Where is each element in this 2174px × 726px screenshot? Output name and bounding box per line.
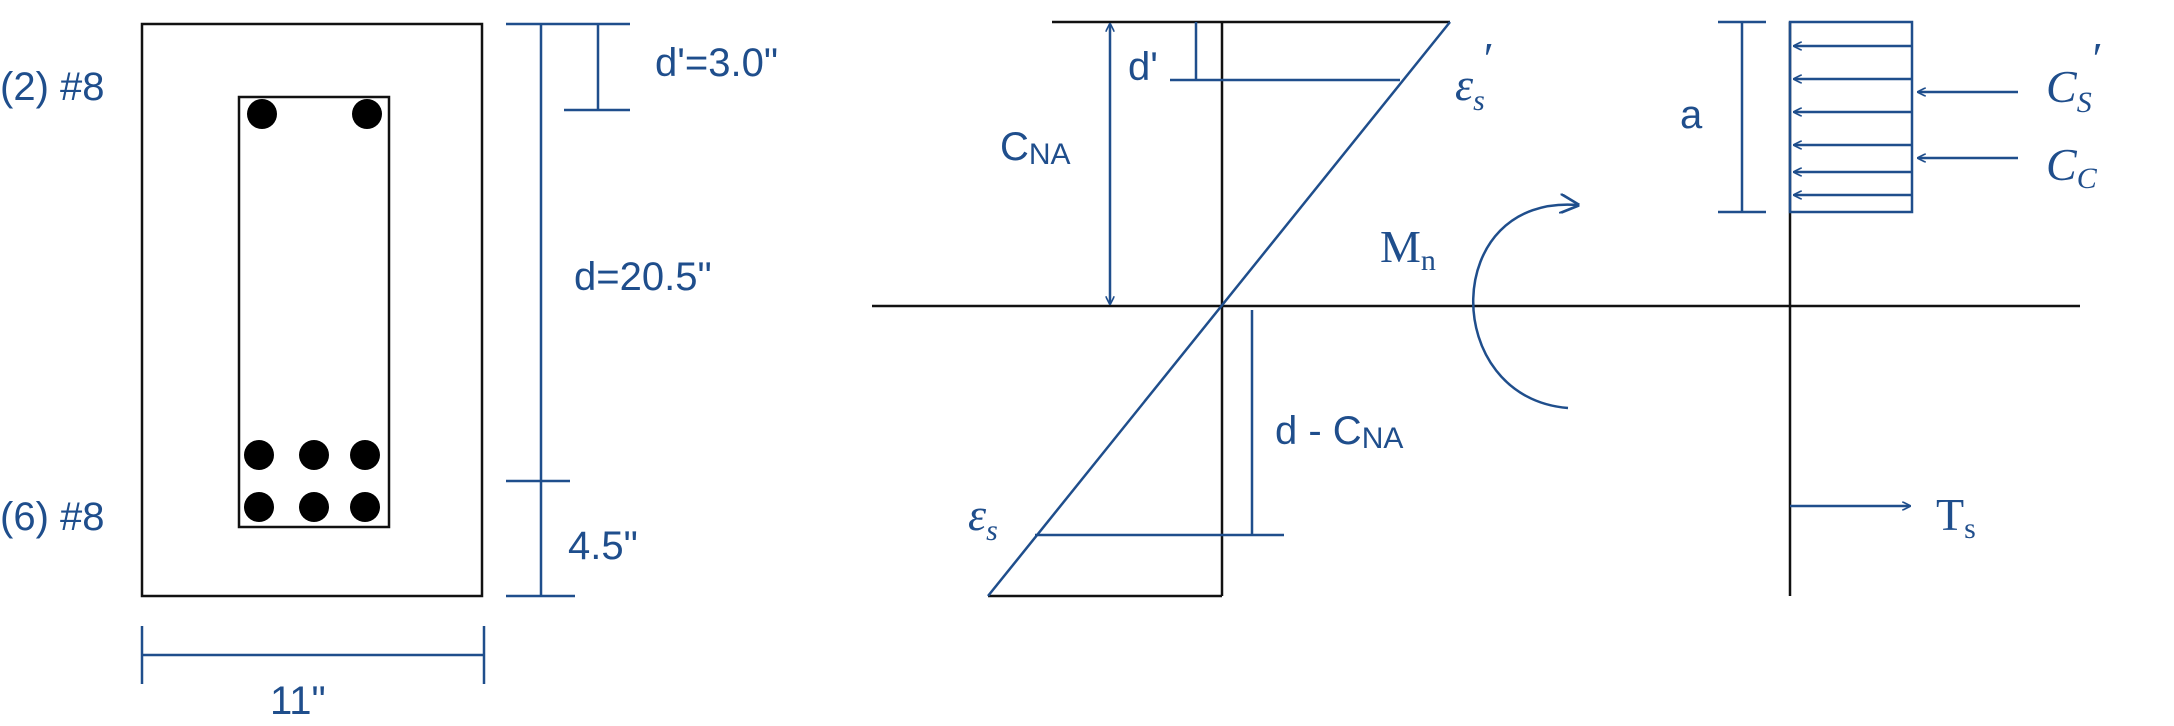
rebar [350,492,380,522]
rebar [350,440,380,470]
bottom-bars-label: (6) #8 [0,495,105,539]
tension-steel-strain-label: εs [968,489,998,547]
moment-arc-icon [1472,205,1578,410]
strain-profile [987,21,1451,597]
bottom-bars [244,440,380,522]
stress-arrows [1794,46,1912,195]
bottom-dim-label: 4.5" [568,524,638,568]
stirrup [237,95,391,529]
top-bars [247,99,382,129]
top-bars-label: (2) #8 [0,65,105,109]
depth-dimensions: d'=3.0" d=20.5" 4.5" [506,22,778,598]
rebar [247,99,277,129]
compression-steel-strain-label: εs′ [1455,33,1492,117]
moment: Mn [1380,205,1578,410]
dprime-label: d'=3.0" [655,41,778,85]
cs-label: CS′ [2046,33,2101,119]
rebar [299,492,329,522]
strain-dprime-label: d' [1128,45,1158,89]
moment-label: Mn [1380,221,1436,277]
rebar [299,440,329,470]
width-dimension: 11" [140,626,486,723]
cc-label: CC [2046,139,2098,195]
cna-label: CNA [1000,125,1071,171]
beam-outline [140,22,484,598]
rebar [352,99,382,129]
rebar [244,440,274,470]
d-minus-cna-label: d - CNA [1275,409,1403,455]
force-diagram: a CS′ CC Ts [1680,20,2101,596]
strain-diagram: d' CNA d - CNA εs′ εs [872,20,2080,598]
width-label: 11" [270,679,326,723]
a-label: a [1680,93,1703,137]
rebar [244,492,274,522]
stress-block [1788,20,1914,214]
d-label: d=20.5" [574,255,712,299]
ts-label: Ts [1936,489,1976,545]
cross-section: (2) #8 (6) #8 11" d'=3.0" d=20.5" 4.5" [0,22,778,723]
